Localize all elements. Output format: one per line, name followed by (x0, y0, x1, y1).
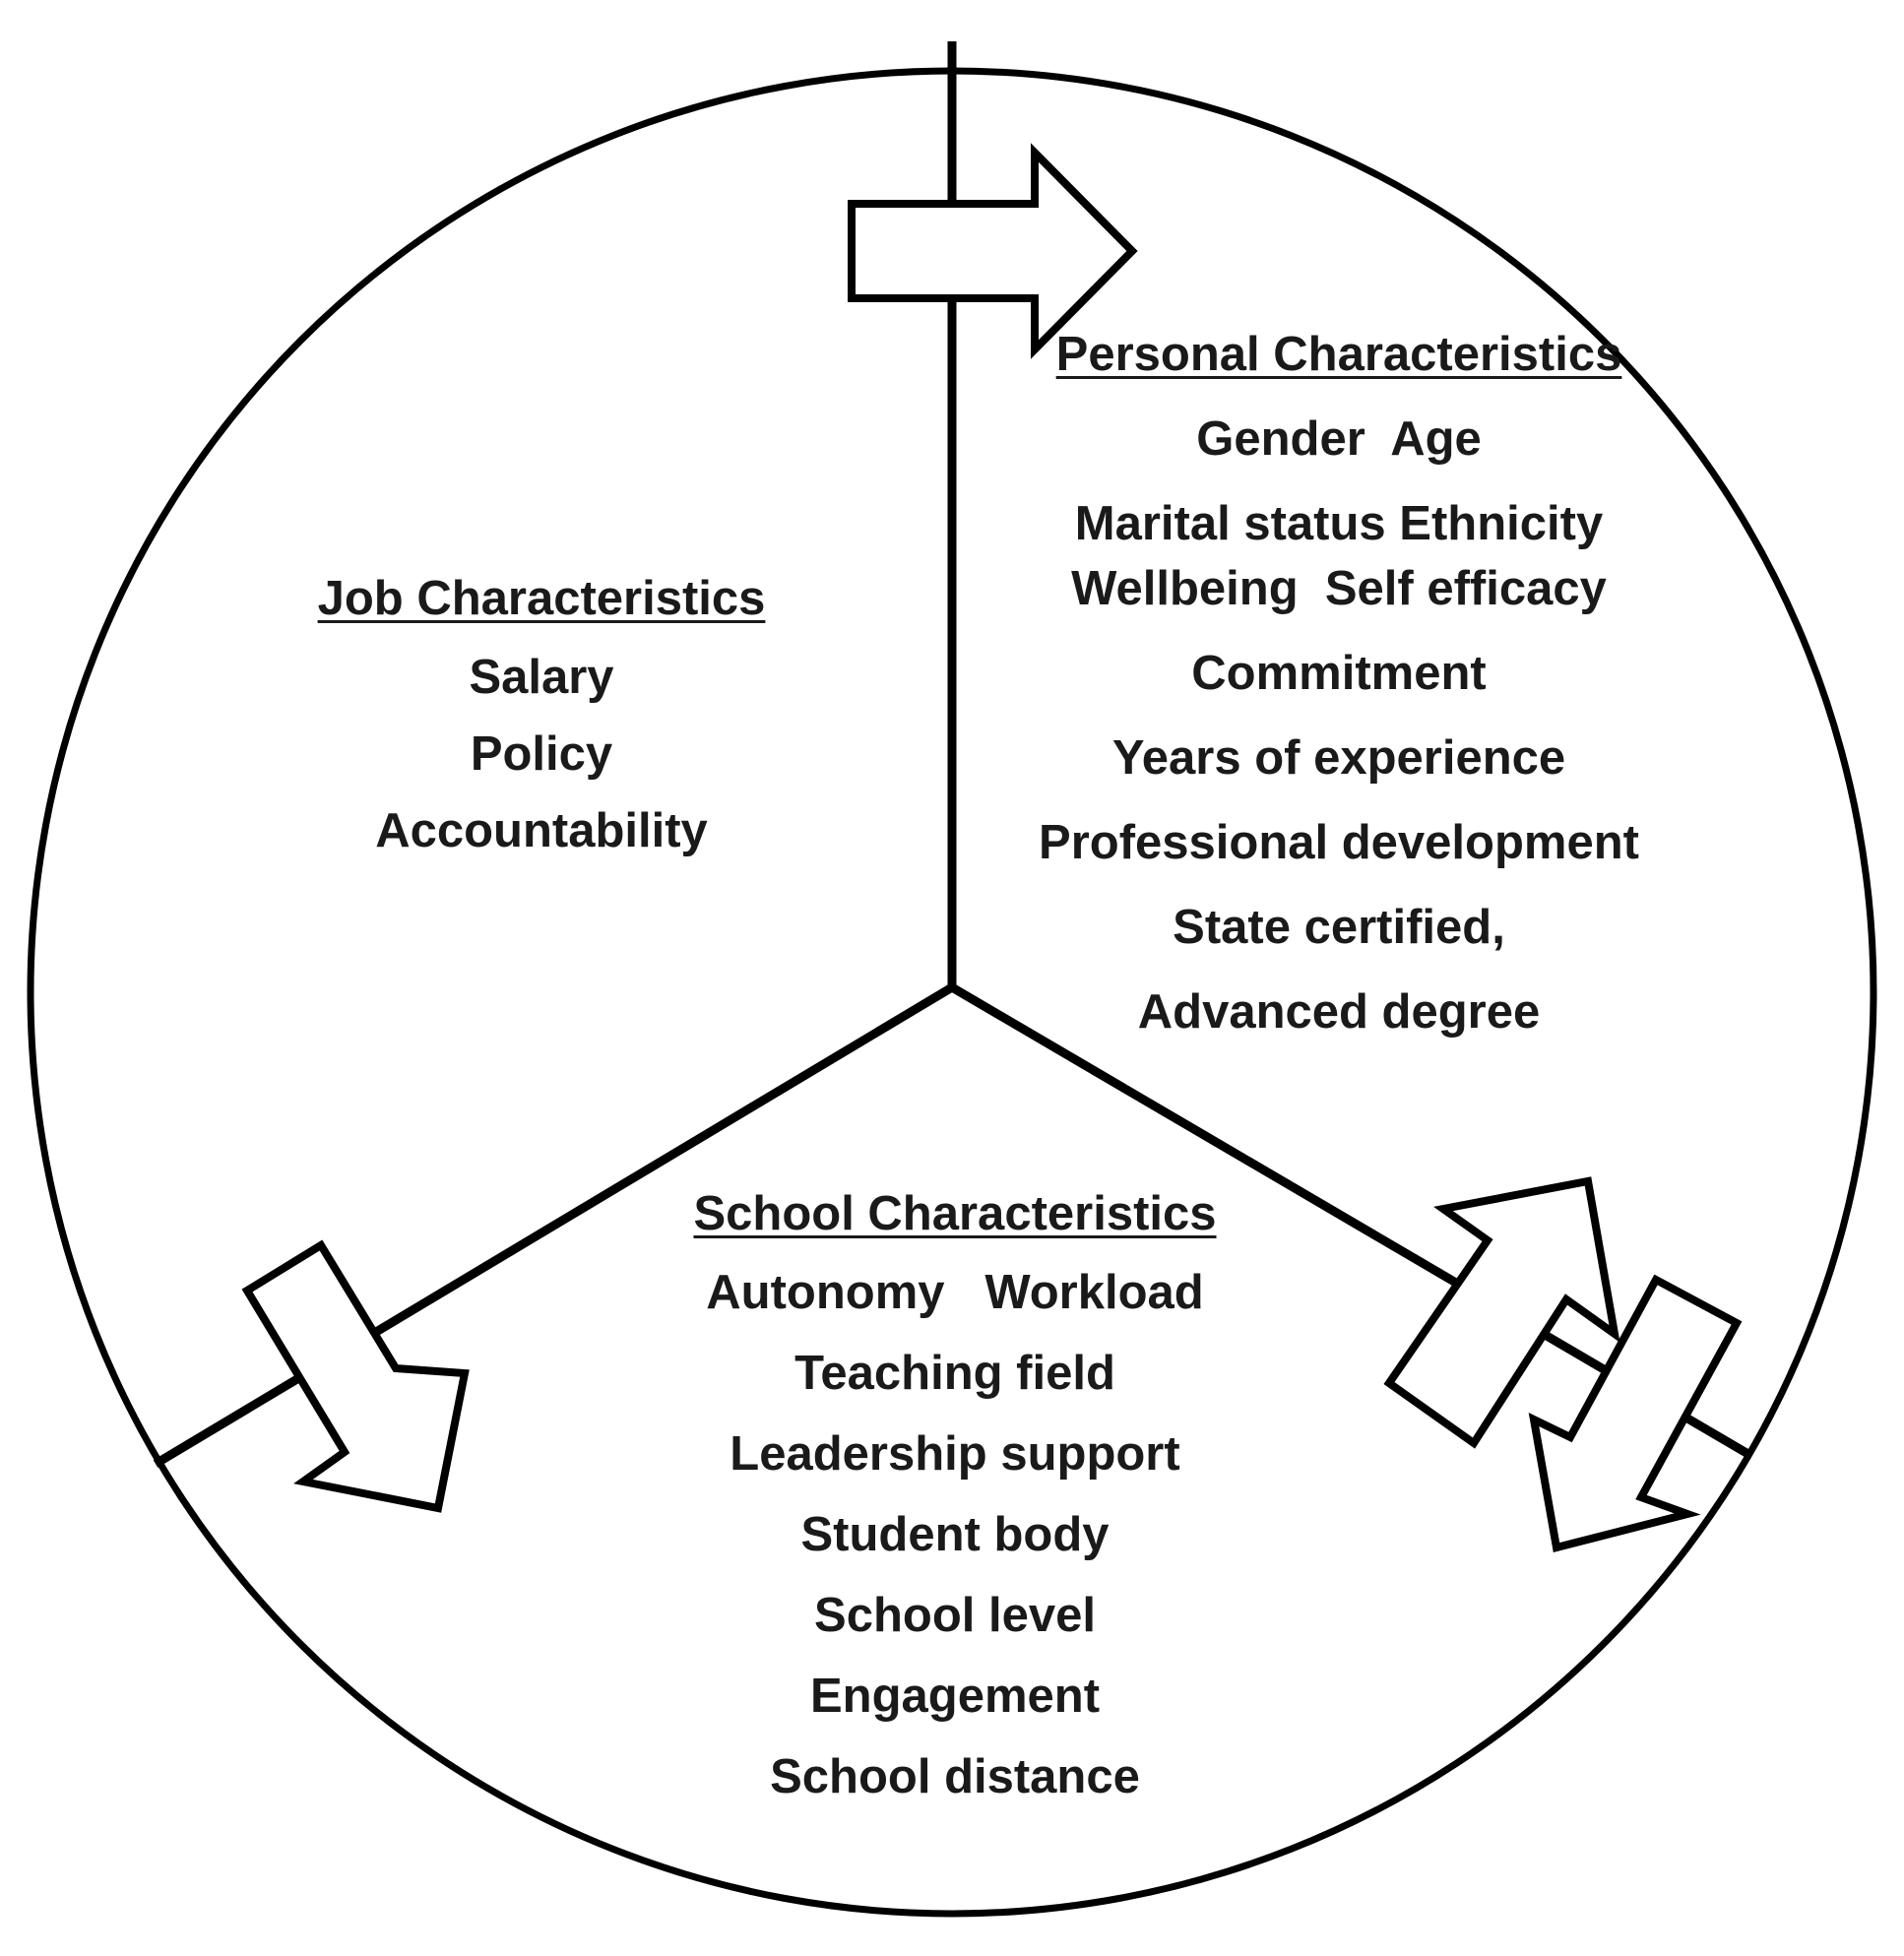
school-item: Leadership support (730, 1427, 1180, 1481)
school-item: Student body (800, 1508, 1110, 1561)
job-characteristics-section: Job Characteristics Salary Policy Accoun… (246, 571, 837, 880)
personal-item: Professional development (1039, 816, 1639, 869)
arrow-right-icon (848, 143, 1138, 359)
arrow-down-icon (1528, 1274, 1743, 1552)
school-item: Autonomy Workload (706, 1266, 1204, 1319)
personal-item: Commitment (1191, 647, 1487, 700)
job-item: Salary (469, 651, 614, 704)
school-characteristics-section: School Characteristics Autonomy Workload… (610, 1186, 1300, 1830)
personal-item: Wellbeing Self efficacy (1071, 562, 1607, 615)
personal-characteristics-section: Personal Characteristics Gender Age Mari… (984, 327, 1693, 1040)
arrow-down-left-icon (241, 1239, 470, 1513)
personal-item: Marital status Ethnicity (1074, 497, 1604, 550)
school-item: School level (814, 1589, 1096, 1642)
personal-item: Years of experience (1111, 731, 1566, 785)
personal-item: Gender Age (1196, 412, 1482, 466)
school-item: Engagement (809, 1670, 1101, 1723)
school-heading: School Characteristics (693, 1187, 1217, 1240)
job-item: Policy (470, 727, 613, 781)
job-heading: Job Characteristics (317, 572, 766, 625)
job-item: Accountability (375, 804, 708, 857)
personal-item: Advanced degree (1137, 985, 1541, 1039)
school-item: Teaching field (794, 1347, 1115, 1400)
school-item: School distance (770, 1750, 1140, 1803)
personal-heading: Personal Characteristics (1055, 328, 1622, 381)
personal-item: State certified, (1173, 901, 1505, 954)
divider-lower-left (153, 983, 955, 1468)
arrow-up-icon (1383, 1176, 1620, 1449)
